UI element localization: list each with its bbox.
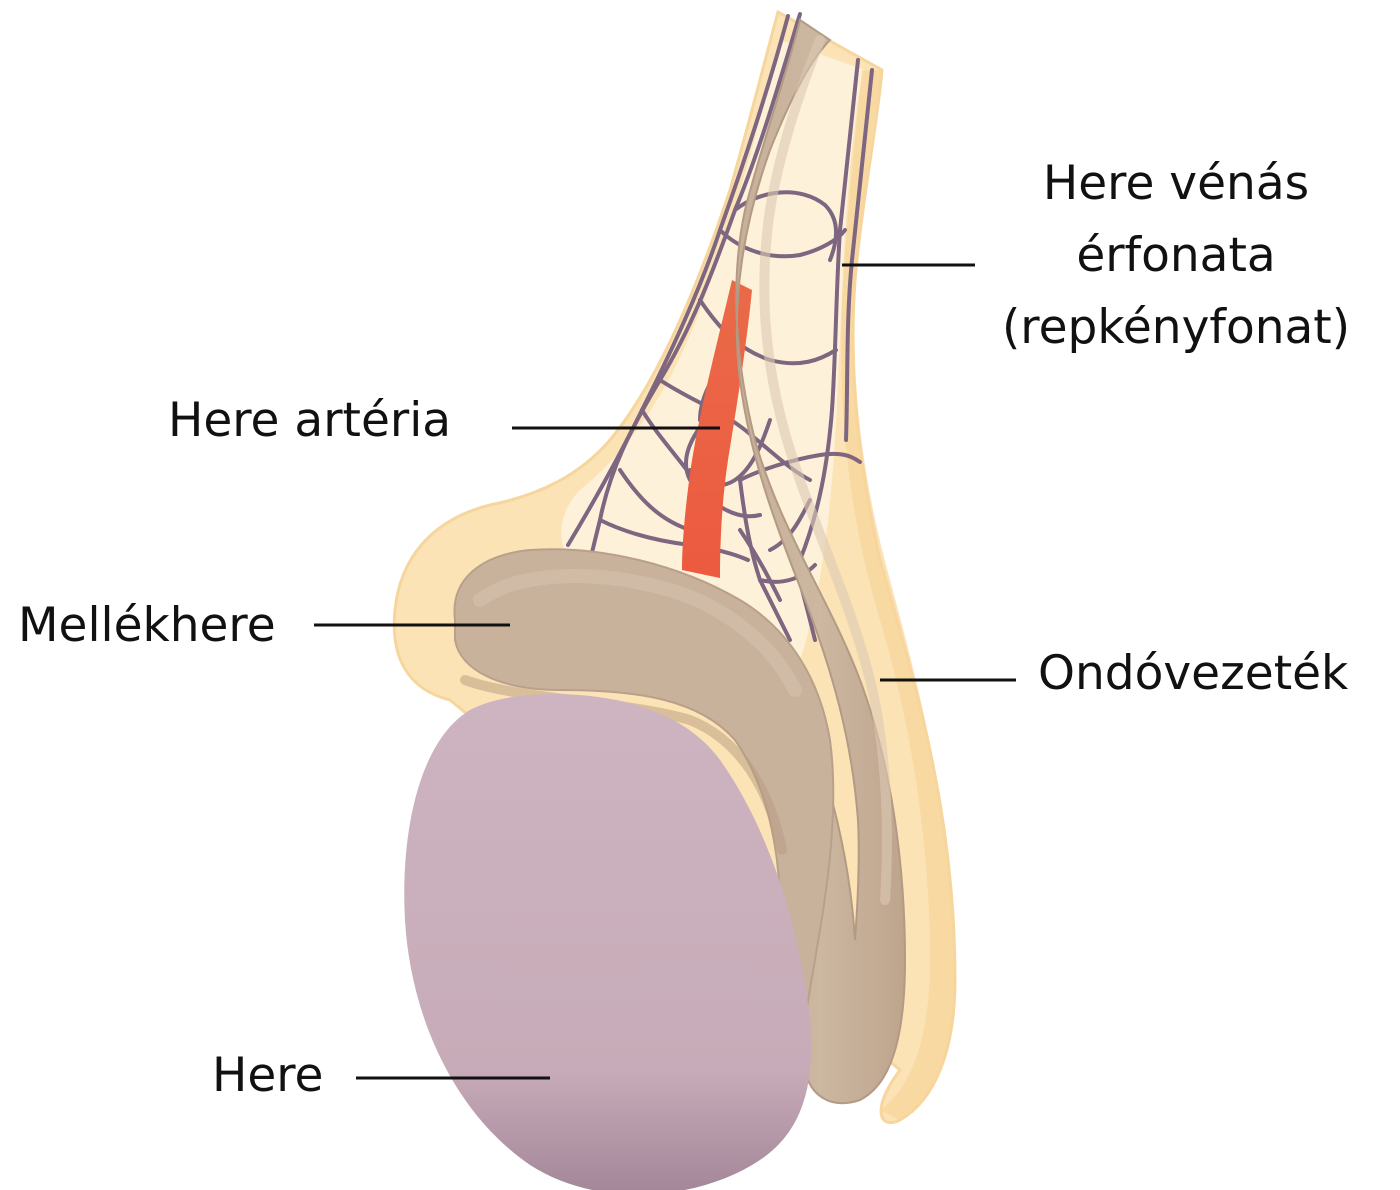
label-vas-deferens: Ondóvezeték [1038, 646, 1349, 701]
label-venous-plexus-line-3: (repkényfonat) [1001, 300, 1351, 355]
epididymis-shadow [460, 675, 787, 855]
testis-structure [404, 694, 812, 1190]
label-venous-plexus-line-2: érfonata [1076, 228, 1276, 283]
inner-cord-area [561, 40, 865, 660]
epididymis-highlight [473, 569, 802, 697]
label-venous-plexus: Here vénás érfonata (repkényfonat) [992, 148, 1360, 364]
label-testis: Here [212, 1048, 324, 1103]
label-epididymis: Mellékhere [18, 598, 276, 653]
sheath-shade-right [841, 70, 955, 1120]
label-venous-plexus-line-1: Here vénás [1042, 156, 1310, 211]
label-testicular-artery: Here artéria [168, 393, 452, 448]
vas-deferens-highlight [759, 35, 892, 905]
